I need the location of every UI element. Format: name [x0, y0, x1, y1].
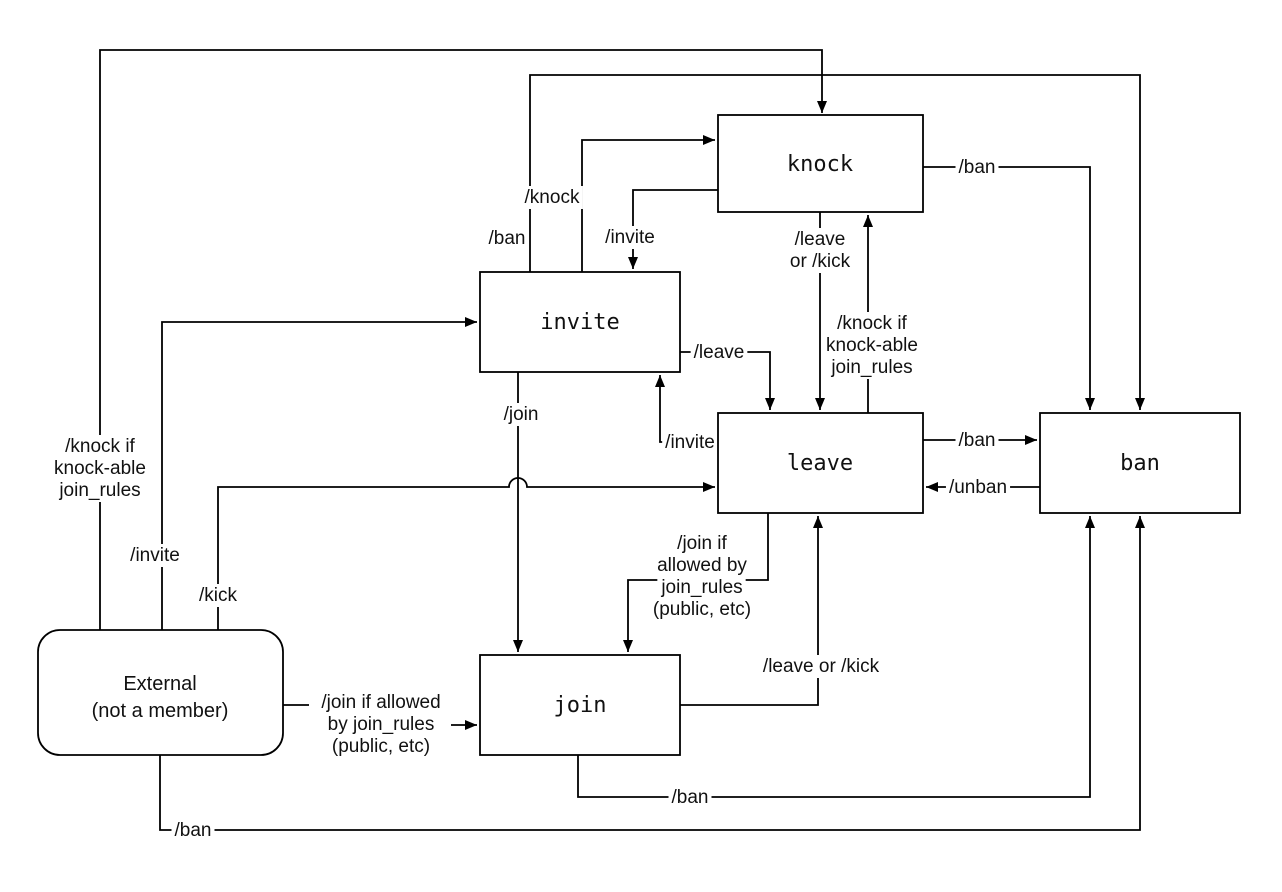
label-mask [127, 544, 183, 567]
label-mask [649, 598, 755, 621]
edge-external-to-knock [99, 49, 827, 630]
label-mask [62, 435, 139, 458]
node-knock: knock [717, 114, 924, 213]
label-leave-to-join-line2: allowed by [657, 555, 747, 576]
label-mask [690, 341, 748, 364]
node-external-label-line2: (not a member) [92, 700, 229, 722]
node-ban-label: ban [1120, 451, 1160, 476]
node-knock-label: knock [787, 152, 853, 177]
node-leave: leave [717, 412, 924, 514]
label-external-to-invite: /invite [130, 545, 180, 566]
label-mask [55, 479, 144, 502]
node-invite: invite [479, 271, 681, 373]
label-mask [662, 431, 718, 454]
label-leave-to-knock-line1: /knock if [837, 313, 907, 334]
node-invite-label: invite [540, 310, 619, 335]
node-join-label: join [554, 693, 607, 718]
label-mask [945, 476, 1011, 499]
label-knock-to-ban: /ban [959, 157, 996, 178]
label-mask [786, 250, 854, 273]
edge-join-to-leave [680, 516, 823, 706]
edge-knock-to-ban [923, 166, 1095, 410]
label-mask [674, 532, 731, 555]
label-mask [51, 457, 149, 480]
label-mask [602, 226, 658, 249]
edge-join-to-ban [577, 516, 1095, 798]
label-leave-to-join-line1: /join if [677, 533, 727, 554]
label-leave-to-invite: /invite [665, 432, 715, 453]
node-external-box [37, 629, 284, 756]
label-external-to-join-line3: (public, etc) [332, 736, 430, 757]
label-mask [521, 186, 583, 209]
label-knock-to-invite: /invite [605, 227, 655, 248]
edge-labels-layer: /knock if knock-able join_rules /invite … [51, 156, 1011, 842]
node-ban: ban [1039, 412, 1241, 514]
label-ban-to-leave: /unban [949, 477, 1007, 498]
label-mask [668, 786, 712, 809]
label-mask [759, 655, 883, 678]
nodes-layer: knock invite leave ban join External (no… [37, 114, 1241, 756]
edge-external-to-ban [159, 516, 1145, 831]
node-leave-label: leave [787, 451, 853, 476]
label-knock-to-leave-line1: /leave [795, 229, 846, 250]
label-mask [171, 819, 215, 842]
label-mask [955, 156, 999, 179]
label-mask [834, 312, 911, 335]
label-leave-to-join-line3: join_rules [660, 577, 742, 598]
label-mask [328, 735, 434, 758]
node-join: join [479, 654, 681, 756]
label-external-to-join-line2: by join_rules [328, 714, 435, 735]
label-leave-to-knock-line2: knock-able [826, 335, 918, 356]
label-mask [318, 691, 444, 714]
label-invite-to-join: /join [504, 404, 539, 425]
label-external-to-knock-line2: knock-able [54, 458, 146, 479]
label-knock-to-leave-line2: or /kick [790, 251, 851, 272]
node-knock-box [717, 114, 924, 213]
edge-invite-to-knock [581, 135, 715, 272]
label-mask [196, 584, 241, 607]
label-mask [791, 228, 849, 251]
label-invite-to-knock: /knock [525, 187, 580, 208]
label-leave-to-knock-line3: join_rules [830, 357, 912, 378]
label-external-to-leave: /kick [199, 585, 238, 606]
label-join-to-leave: /leave or /kick [763, 656, 880, 677]
label-external-to-knock-line3: join_rules [58, 480, 140, 501]
label-leave-to-ban: /ban [959, 430, 996, 451]
edge-external-to-invite [161, 317, 477, 630]
label-mask [955, 429, 999, 452]
label-mask [654, 554, 751, 577]
node-invite-box [479, 271, 681, 373]
label-mask [485, 227, 529, 250]
label-invite-to-leave: /leave [694, 342, 745, 363]
node-external: External (not a member) [37, 629, 284, 756]
node-leave-box [717, 412, 924, 514]
node-join-box [479, 654, 681, 756]
label-leave-to-join-line4: (public, etc) [653, 599, 751, 620]
edge-invite-to-ban [529, 74, 1145, 410]
label-mask [500, 403, 542, 426]
label-external-to-join-line1: /join if allowed [321, 692, 440, 713]
node-external-label-line1: External [123, 673, 196, 695]
edge-external-to-leave [217, 477, 715, 630]
label-mask [827, 356, 916, 379]
label-mask [823, 334, 921, 357]
label-join-to-ban: /ban [672, 787, 709, 808]
label-external-to-ban: /ban [175, 820, 212, 841]
label-invite-to-ban: /ban [489, 228, 526, 249]
node-ban-box [1039, 412, 1241, 514]
label-mask [324, 713, 438, 736]
label-mask [657, 576, 746, 599]
label-external-to-knock-line1: /knock if [65, 436, 135, 457]
